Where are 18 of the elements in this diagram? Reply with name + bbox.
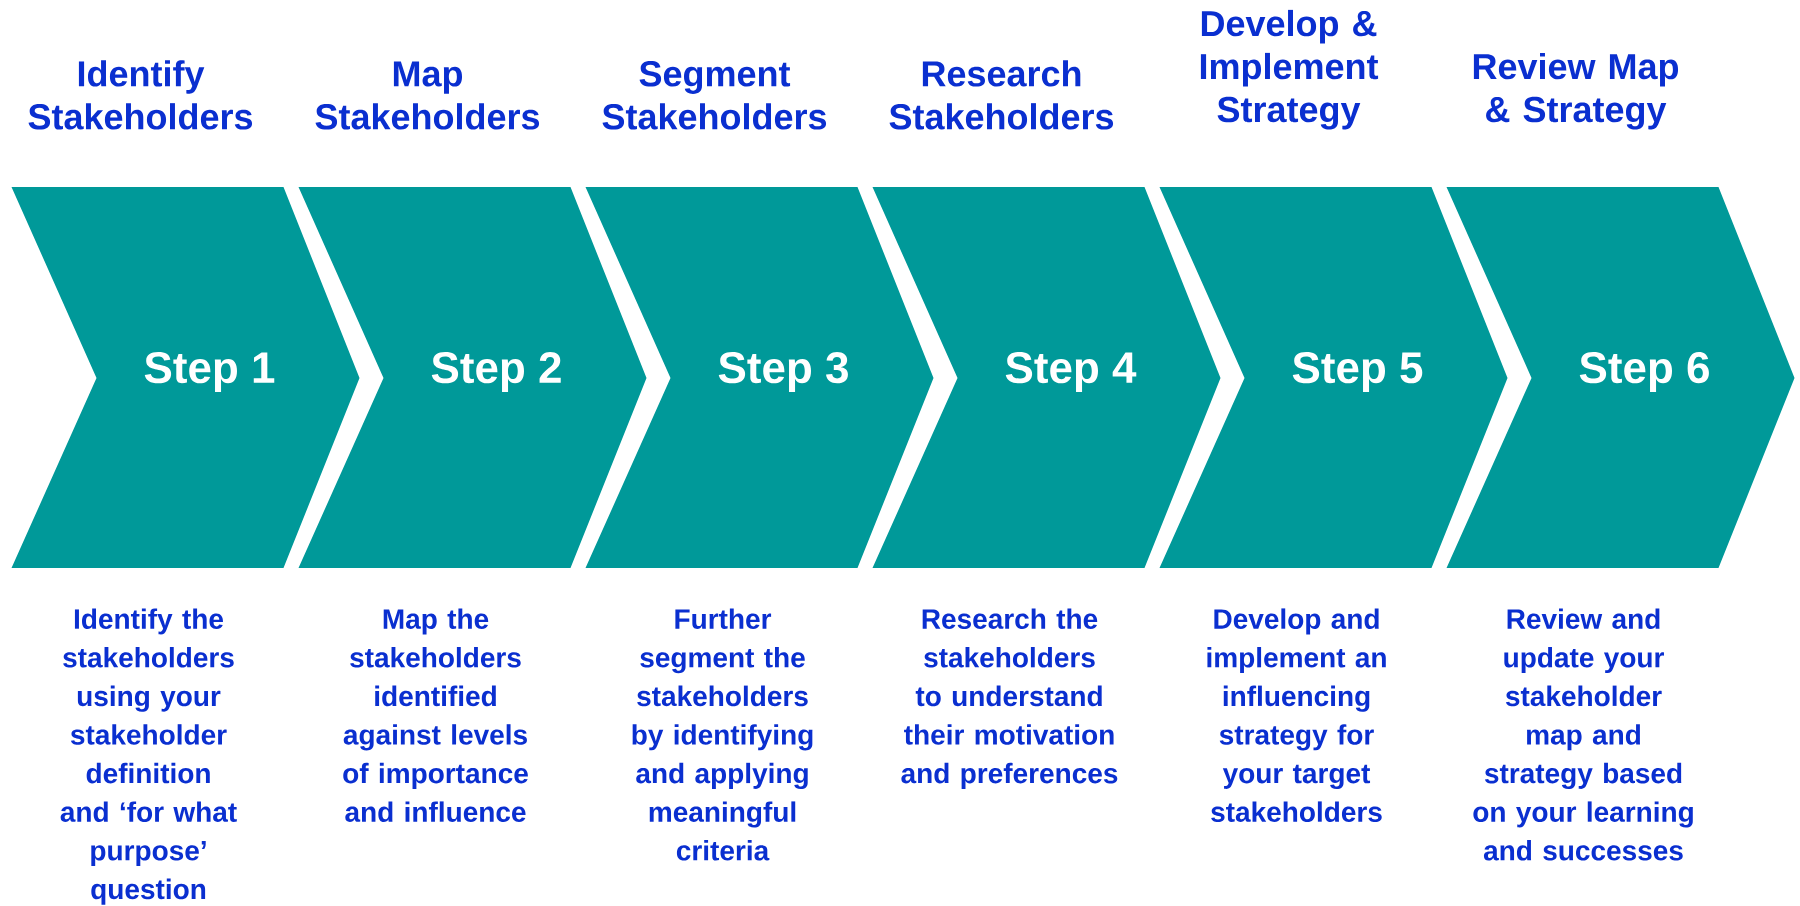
step-description: Map the stakeholders identified against levels of importance and influence — [343, 608, 528, 822]
step-description: Further segment the stakeholders by identifying and applying meaningful criteria — [632, 608, 813, 861]
node-label: Step 3 — [718, 352, 848, 392]
step-heading: Research Stakeholders — [889, 60, 1114, 130]
step-heading: Map Stakeholders — [315, 61, 540, 130]
node-label: Step 4 — [1005, 352, 1137, 392]
step-description: Review and update your stakeholder map and strategy based on your learning and successes — [1473, 608, 1693, 861]
step-description: Research the stakeholders to understand their motivation and preferences — [901, 608, 1118, 789]
step-description: Develop and implement an influencing strategy for your target stakeholders — [1207, 608, 1386, 822]
node-label: Step 5 — [1292, 352, 1423, 392]
step-heading: Review Map & Strategy — [1473, 52, 1679, 130]
step-heading: Segment Stakeholders — [602, 61, 827, 130]
node-label: Step 6 — [1579, 352, 1709, 392]
node-label: Step 1 — [144, 352, 275, 392]
node-label: Step 2 — [431, 352, 561, 392]
step-heading: Identify Stakeholders — [28, 60, 253, 130]
step-heading: Develop & Implement Strategy — [1200, 9, 1379, 130]
step-description: Identify the stakeholders using your stakeholder definition and ‘for what purpose’ question — [60, 608, 237, 905]
